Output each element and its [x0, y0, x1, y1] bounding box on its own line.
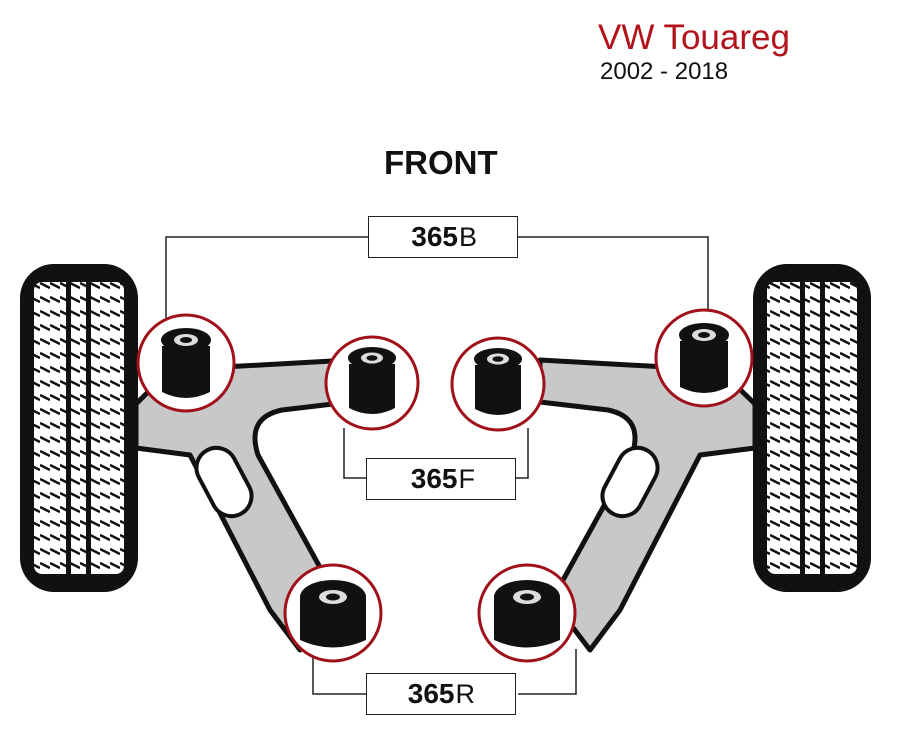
connector-lines: [165, 236, 709, 695]
bushing-r-right: [477, 563, 577, 663]
control-arm-left: [133, 357, 353, 653]
part-suffix: F: [458, 463, 476, 494]
bushing-b-left: [136, 313, 236, 413]
vehicle-years: 2002 - 2018: [600, 58, 729, 85]
bushing-f-left: [324, 335, 420, 431]
tire-left: [20, 264, 138, 592]
tire-right: [753, 264, 871, 592]
vehicle-title: VW Touareg: [598, 18, 790, 57]
bushing-f-right: [450, 336, 546, 432]
control-arm-right: [537, 357, 758, 653]
part-suffix: R: [455, 678, 476, 709]
bushing-r-left: [283, 563, 383, 663]
bushing-b-right: [654, 308, 754, 408]
front-label: FRONT: [384, 144, 498, 181]
part-number: 365: [410, 463, 458, 494]
part-number: 365: [407, 678, 455, 709]
part-number: 365: [411, 221, 458, 252]
part-suffix: B: [458, 221, 477, 252]
